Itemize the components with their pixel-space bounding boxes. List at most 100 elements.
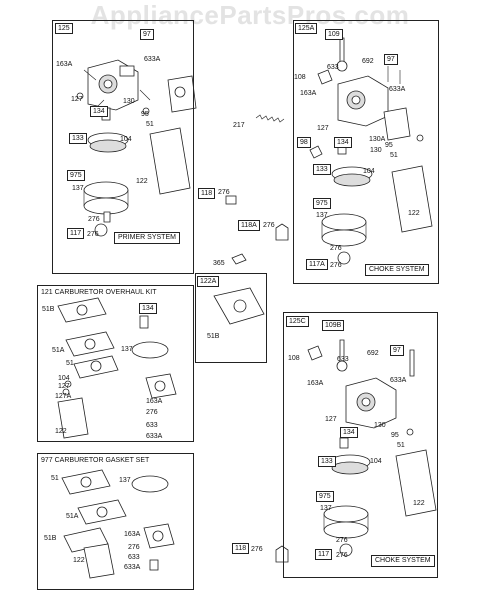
callout-127e: 127 [325,416,337,423]
callout-134c: 134 [139,303,157,314]
callout-633A-e: 633A [390,377,407,384]
callout-122d: 122 [73,557,85,564]
callout-97c: 97 [390,345,404,356]
carburetor-125A [309,37,433,265]
callout-217: 217 [233,122,245,129]
callout-633A-d: 633A [124,564,141,571]
callout-127b: 127 [317,125,329,132]
panel-125 [52,20,194,274]
callout-975: 975 [67,170,85,181]
callout-104e: 104 [370,458,382,465]
callout-122e: 122 [413,500,425,507]
callout-163A-c: 163A [146,398,163,405]
callout-98: 98 [297,137,311,148]
callout-51B: 51B [42,306,55,313]
callout-276f: 276 [263,222,275,229]
callout-51B-d: 51B [44,535,57,542]
callout-276: 276 [88,216,100,223]
callout-109: 109 [325,29,343,40]
callout-51e: 51 [397,442,405,449]
callout-276h: 276 [128,544,140,551]
panel-overhaul-kit [37,285,194,442]
callout-133e: 133 [318,456,336,467]
callout-104c: 104 [58,375,70,382]
callout-104: 104 [120,136,132,143]
callout-633e: 633 [337,356,349,363]
callout-130: 130 [123,98,135,105]
callout-276j: 276 [336,552,348,559]
callout-133b: 133 [313,164,331,175]
callout-127c: 127 [58,383,70,390]
callout-51: 51 [146,121,154,128]
panel-125-number: 125 [55,23,73,34]
callout-137c: 137 [121,346,133,353]
callout-975e: 975 [316,491,334,502]
callout-276k: 276 [251,546,263,553]
callout-95b: 95 [385,142,393,149]
callout-127: 127 [71,96,83,103]
callout-276c: 276 [330,245,342,252]
callout-95: 95 [141,111,149,118]
panel-122A [195,273,267,363]
callout-97: 97 [140,29,154,40]
callout-134: 134 [90,106,108,117]
callout-137: 137 [72,185,84,192]
callout-97b: 97 [384,54,398,65]
callout-365: 365 [213,260,225,267]
callout-692c: 692 [367,350,379,357]
callout-633d: 633 [128,554,140,561]
callout-51B-122A: 51B [207,333,220,340]
callout-163A: 163A [56,61,73,68]
callout-51A: 51A [52,347,65,354]
callout-276g: 276 [146,409,158,416]
callout-130A: 130A [369,136,386,143]
callout-109B: 109B [322,320,345,331]
callout-137d: 137 [119,477,131,484]
spring-217 [255,114,285,123]
overhaul-kit-title: 121 CARBURETOR OVERHAUL KIT [41,289,157,296]
callout-104b: 104 [363,168,375,175]
callout-95e: 95 [391,432,399,439]
callout-122b: 122 [408,210,420,217]
callout-633A-c: 633A [146,433,163,440]
callout-975b: 975 [313,198,331,209]
callout-633c: 633 [146,422,158,429]
callout-51A-d: 51A [66,513,79,520]
panel-122A-number: 122A [197,276,220,287]
callout-118b: 118 [232,543,250,554]
callout-134b: 134 [334,137,352,148]
callout-633A: 633A [144,56,161,63]
callout-137b: 137 [316,212,328,219]
callout-118A: 118A [238,220,260,231]
gasket-set-title: 977 CARBURETOR GASKET SET [41,457,150,464]
callout-108: 108 [294,74,306,81]
callout-133: 133 [69,133,87,144]
watermark: AppliancePartsPros.com [90,0,410,30]
callout-122c: 122 [55,428,67,435]
callout-122: 122 [136,178,148,185]
callout-633: 633 [327,64,339,71]
callout-130b: 130 [370,147,382,154]
carburetor-125 [76,59,197,237]
callout-692: 692 [362,58,374,65]
choke-system-label-c: CHOKE SYSTEM [371,555,435,567]
callout-276b: 276 [87,231,99,238]
callout-137e: 137 [320,505,332,512]
choke-system-label: CHOKE SYSTEM [365,264,429,276]
callout-51d: 51 [51,475,59,482]
callout-134e: 134 [340,427,358,438]
callout-108c: 108 [288,355,300,362]
panel-125A [293,20,439,284]
callout-127A: 127A [55,393,72,400]
callout-163A-e: 163A [307,380,324,387]
callout-117A: 117A [306,259,328,270]
callout-51c: 51 [66,360,74,367]
callout-276d: 276 [330,262,342,269]
callout-276i: 276 [336,537,348,544]
callout-163A-b: 163A [300,90,317,97]
panel-125C-number: 125C [286,316,309,327]
panel-gasket-set [37,453,194,590]
panel-125A-number: 125A [295,23,318,34]
callout-130e: 130 [374,422,386,429]
